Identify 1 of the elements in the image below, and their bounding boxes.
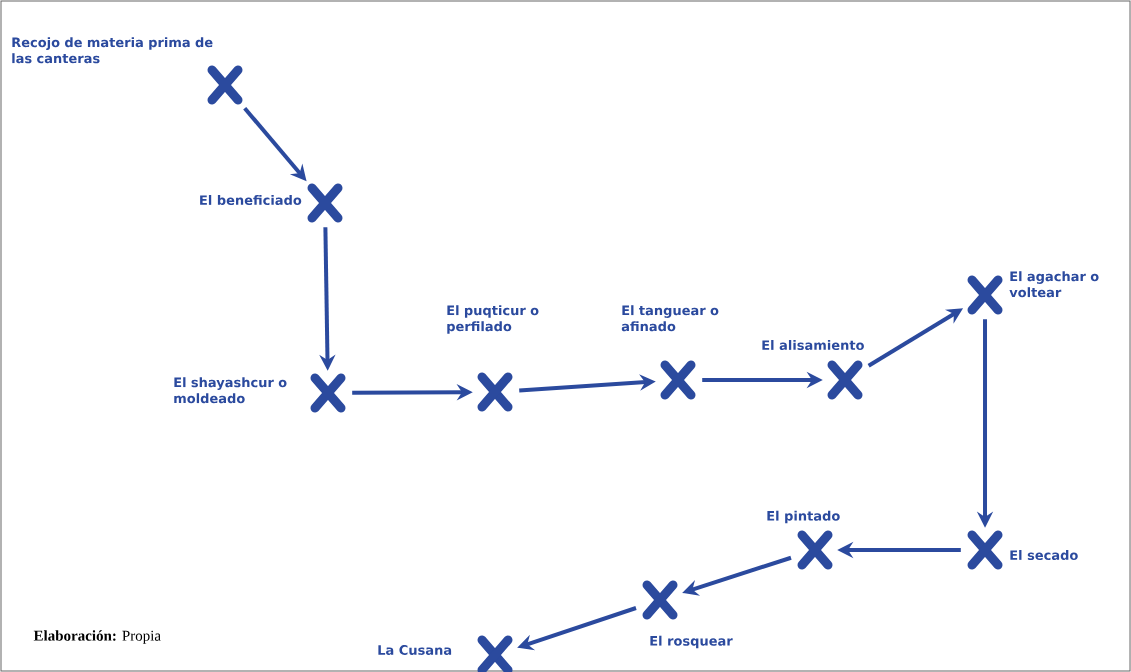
note: Elaboración: Propia bbox=[33, 630, 161, 644]
